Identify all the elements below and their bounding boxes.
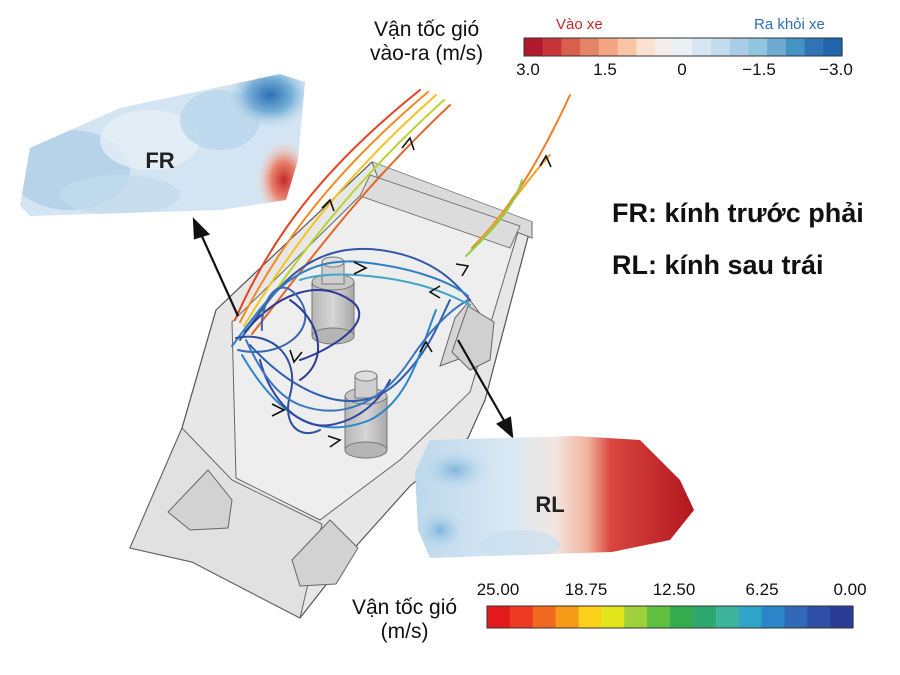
bottom-colorbar-cell bbox=[647, 606, 671, 628]
top-colorbar-cell bbox=[711, 38, 731, 56]
top-colorbar-cell bbox=[654, 38, 675, 56]
bottom-colorbar-cell bbox=[830, 606, 854, 628]
top-colorbar-cell bbox=[804, 38, 824, 56]
top-colorbar-cell bbox=[617, 38, 637, 56]
bottom-colorbar-tick-label: 0.00 bbox=[833, 580, 867, 599]
rl-panel-label: RL bbox=[535, 492, 564, 517]
bottom-colorbar-cell bbox=[807, 606, 831, 628]
top-colorbar-cell bbox=[561, 38, 581, 56]
top-colorbar-title-line2: vào-ra (m/s) bbox=[370, 42, 484, 65]
top-colorbar-frame bbox=[523, 37, 843, 57]
top-colorbar-tick-label: 1.5 bbox=[593, 60, 617, 79]
bottom-colorbar-cell bbox=[601, 606, 625, 628]
top-colorbar-tick-label: 3.0 bbox=[516, 60, 540, 79]
bottom-colorbar-tick-label: 25.00 bbox=[476, 580, 520, 599]
top-colorbar-cell bbox=[823, 38, 843, 56]
wheel-front-right bbox=[291, 519, 359, 587]
top-colorbar-cell bbox=[748, 38, 768, 56]
car-body bbox=[129, 161, 533, 619]
bottom-colorbar bbox=[486, 605, 854, 629]
bottom-colorbar-tick-label: 12.50 bbox=[652, 580, 696, 599]
top-colorbar bbox=[523, 37, 843, 57]
bottom-colorbar-tick-label: 6.25 bbox=[745, 580, 779, 599]
top-colorbar-title-line1: Vận tốc gió bbox=[374, 18, 480, 41]
bottom-colorbar-tick-label: 18.75 bbox=[564, 580, 608, 599]
rl-window-panel: RL bbox=[415, 436, 694, 558]
occupant-rear bbox=[311, 256, 355, 345]
top-colorbar-cell bbox=[785, 38, 806, 56]
bottom-colorbar-cell bbox=[715, 606, 740, 628]
top-colorbar-cell bbox=[580, 38, 600, 56]
bottom-colorbar-cell bbox=[532, 606, 557, 628]
fr-panel-label: FR bbox=[145, 148, 174, 173]
bottom-colorbar-title-line1: Vận tốc gió bbox=[352, 596, 458, 619]
car-rear-panel bbox=[359, 174, 521, 249]
top-colorbar-cell bbox=[692, 38, 712, 56]
top-colorbar-cell bbox=[636, 38, 656, 56]
bottom-colorbar-cell bbox=[509, 606, 534, 628]
legend-fr: FR: kính trước phải bbox=[612, 198, 864, 228]
bottom-colorbar-cell bbox=[761, 606, 785, 628]
top-colorbar-cell bbox=[729, 38, 750, 56]
top-colorbar-cells bbox=[524, 38, 843, 56]
bottom-colorbar-cell bbox=[670, 606, 694, 628]
top-colorbar-cell bbox=[524, 38, 544, 56]
bottom-colorbar-cell bbox=[738, 606, 763, 628]
top-colorbar-cell bbox=[767, 38, 787, 56]
bottom-colorbar-title-line2: (m/s) bbox=[380, 620, 429, 643]
flow-arrows bbox=[271, 136, 552, 448]
bottom-colorbar-cells bbox=[487, 606, 854, 628]
streamlines bbox=[231, 89, 571, 435]
fr-window-panel: FR bbox=[20, 74, 305, 216]
top-colorbar-head-out: Ra khỏi xe bbox=[754, 16, 825, 33]
bottom-colorbar-frame bbox=[486, 605, 854, 629]
bottom-colorbar-cell bbox=[624, 606, 648, 628]
top-colorbar-title: Vận tốc gió vào-ra (m/s) bbox=[370, 18, 483, 66]
top-colorbar-tick-label: −1.5 bbox=[742, 60, 776, 79]
bottom-colorbar-title: Vận tốc gió (m/s) bbox=[352, 596, 457, 644]
top-colorbar-cell bbox=[673, 38, 693, 56]
bottom-colorbar-cell bbox=[555, 606, 580, 628]
top-colorbar-cell bbox=[598, 38, 619, 56]
bottom-colorbar-cell bbox=[784, 606, 808, 628]
bottom-colorbar-cell bbox=[487, 606, 511, 628]
bottom-colorbar-cell bbox=[692, 606, 717, 628]
top-colorbar-tick-label: −3.0 bbox=[819, 60, 853, 79]
wheel-front-left bbox=[167, 469, 233, 531]
wheel-rear-right bbox=[451, 305, 495, 371]
top-colorbar-tick-label: 0 bbox=[677, 60, 687, 79]
legend-rl: RL: kính sau trái bbox=[612, 250, 824, 280]
bottom-colorbar-cell bbox=[578, 606, 602, 628]
top-colorbar-cell bbox=[542, 38, 563, 56]
pointer-arrows bbox=[192, 217, 514, 439]
top-colorbar-head-in: Vào xe bbox=[556, 16, 603, 33]
